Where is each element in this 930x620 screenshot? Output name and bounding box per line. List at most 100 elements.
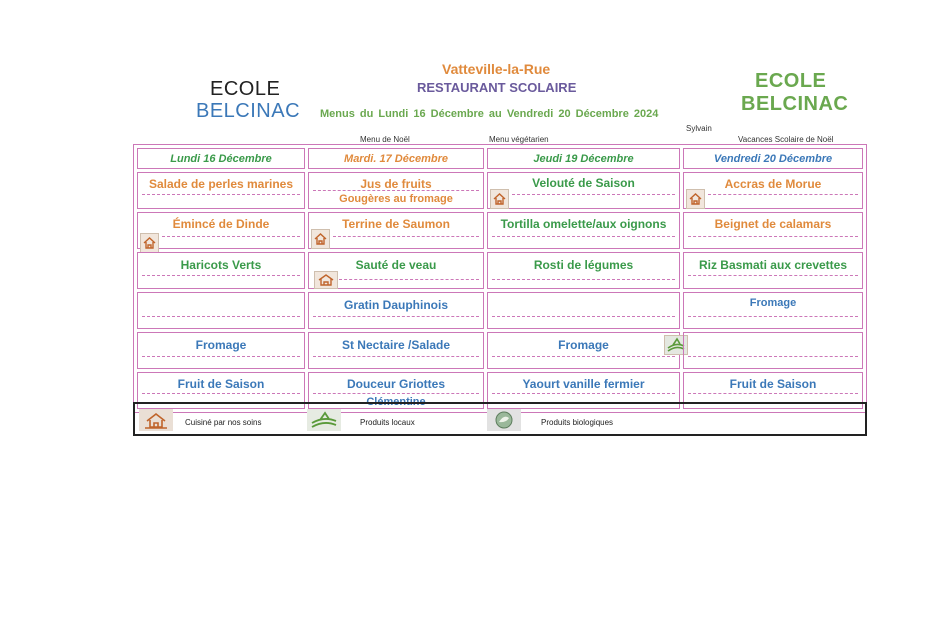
menu-cell: Fromage — [137, 332, 305, 369]
day-header-thursday: Jeudi 19 Décembre — [487, 148, 680, 169]
menu-cell: Riz Basmati aux crevettes — [683, 252, 863, 289]
menu-cell: Jus de fruits Gougères au fromage — [308, 172, 484, 209]
dashed-divider — [142, 194, 300, 195]
dashed-divider — [688, 316, 858, 317]
school-name-right-line1: ECOLE — [755, 70, 827, 92]
dashed-divider — [492, 236, 675, 237]
dashed-divider — [688, 356, 858, 357]
day-label: Vendredi 20 Décembre — [713, 153, 833, 165]
house-icon — [311, 229, 330, 249]
dashed-divider — [162, 236, 300, 237]
dish-label: Fromage — [558, 338, 609, 352]
dashed-divider — [708, 194, 858, 195]
menu-cell: Beignet de calamars — [683, 212, 863, 249]
table-row: Haricots Verts Sauté de veau Rosti de lé… — [137, 252, 863, 289]
legend-label-maison: Cuisiné par nos soins — [185, 418, 262, 427]
note-menu-vegetarien: Menu végétarien — [489, 135, 549, 144]
note-vacances: Vacances Scolaire de Noël — [738, 135, 834, 144]
dashed-divider — [492, 356, 675, 357]
dashed-divider — [688, 275, 858, 276]
dashed-divider — [512, 194, 675, 195]
dish-label: Émincé de Dinde — [172, 217, 270, 231]
dish-label: Riz Basmati aux crevettes — [698, 258, 848, 272]
dashed-divider — [339, 279, 479, 280]
menu-cell — [137, 292, 305, 329]
dashed-divider — [313, 190, 479, 191]
dish-label: Douceur Griottes — [346, 377, 445, 391]
house-icon — [139, 409, 173, 431]
dish-label: Beignet de calamars — [714, 217, 832, 231]
dish-label: Accras de Morue — [724, 177, 822, 191]
day-header-friday: Vendredi 20 Décembre — [683, 148, 863, 169]
table-row: Gratin Dauphinois Fromage — [137, 292, 863, 329]
legend: Cuisiné par nos soins Produits locaux Pr… — [133, 402, 867, 436]
menu-cell: St Nectaire /Salade — [308, 332, 484, 369]
dish-label: Yaourt vanille fermier — [522, 377, 645, 391]
menu-date-range: Menus du Lundi 16 Décembre au Vendredi 2… — [320, 108, 659, 120]
day-label: Mardi. 17 Décembre — [344, 153, 448, 165]
dashed-divider — [142, 275, 300, 276]
dish-label: Gratin Dauphinois — [343, 298, 448, 312]
menu-cell: Rosti de légumes — [487, 252, 680, 289]
organic-icon — [487, 409, 521, 431]
menu-cell — [683, 332, 863, 369]
dashed-divider — [142, 356, 300, 357]
table-row: Émincé de Dinde Terrine de Saumon Tortil… — [137, 212, 863, 253]
dish-label: Haricots Verts — [180, 258, 262, 272]
table-row: Salade de perles marines Jus de fruits G… — [137, 172, 863, 209]
menu-cell: Sauté de veau — [308, 252, 484, 289]
menu-cell: Terrine de Saumon — [308, 212, 484, 249]
house-icon — [490, 189, 509, 209]
dish-label-extra: Gougères au fromage — [339, 193, 453, 205]
local-products-icon — [307, 409, 341, 431]
dish-label: Terrine de Saumon — [342, 217, 450, 231]
menu-cell: Velouté de Saison — [487, 172, 680, 209]
menu-cell — [487, 292, 680, 329]
dish-label: Salade de perles marines — [148, 177, 294, 191]
dashed-divider — [313, 356, 479, 357]
day-header-monday: Lundi 16 Décembre — [137, 148, 305, 169]
menu-cell: Haricots Verts — [137, 252, 305, 289]
note-menu-noel: Menu de Noël — [360, 135, 410, 144]
dashed-divider — [688, 236, 858, 237]
menu-cell: Fromage — [683, 292, 863, 329]
school-name-right-line2: BELCINAC — [741, 93, 849, 115]
dish-label: Fromage — [749, 297, 797, 309]
school-name-left-line1: ECOLE — [210, 78, 281, 100]
dashed-divider — [313, 316, 479, 317]
legend-label-locaux: Produits locaux — [360, 418, 415, 427]
house-icon — [140, 233, 159, 253]
days-row: Lundi 16 Décembre Mardi. 17 Décembre Jeu… — [137, 148, 863, 169]
menu-cell: Fruit de Saison — [137, 372, 305, 409]
menu-cell: Accras de Morue — [683, 172, 863, 209]
dashed-divider — [688, 393, 858, 394]
menu-table: Lundi 16 Décembre Mardi. 17 Décembre Jeu… — [133, 144, 867, 413]
menu-cell: Émincé de Dinde — [137, 212, 305, 253]
dashed-divider — [492, 393, 675, 394]
dish-label: Fruit de Saison — [177, 377, 265, 391]
dish-label: Velouté de Saison — [532, 176, 635, 190]
menu-cell: Fruit de Saison — [683, 372, 863, 409]
table-row: Fromage St Nectaire /Salade Fromage — [137, 332, 863, 369]
author-name: Sylvain — [686, 124, 712, 133]
town-title: Vatteville-la-Rue — [442, 61, 551, 77]
dish-label: Sauté de veau — [355, 258, 437, 272]
dish-label: Tortilla omelette/aux oignons — [500, 217, 667, 231]
school-name-left-line2: BELCINAC — [196, 100, 301, 122]
dish-label: St Nectaire /Salade — [341, 338, 451, 352]
dashed-divider — [142, 393, 300, 394]
dashed-divider — [313, 393, 479, 394]
house-icon — [314, 271, 338, 289]
day-label: Lundi 16 Décembre — [170, 153, 272, 165]
dish-label: Fromage — [195, 338, 247, 352]
menu-cell: Tortilla omelette/aux oignons — [487, 212, 680, 249]
dish-label: Jus de fruits — [360, 177, 432, 191]
day-header-tuesday: Mardi. 17 Décembre — [308, 148, 484, 169]
dish-label: Rosti de légumes — [533, 258, 634, 272]
dashed-divider — [492, 316, 675, 317]
dish-label: Fruit de Saison — [729, 377, 817, 391]
menu-cell: Salade de perles marines — [137, 172, 305, 209]
house-icon — [686, 189, 705, 209]
dashed-divider — [142, 316, 300, 317]
restaurant-title: RESTAURANT SCOLAIRE — [417, 80, 577, 95]
